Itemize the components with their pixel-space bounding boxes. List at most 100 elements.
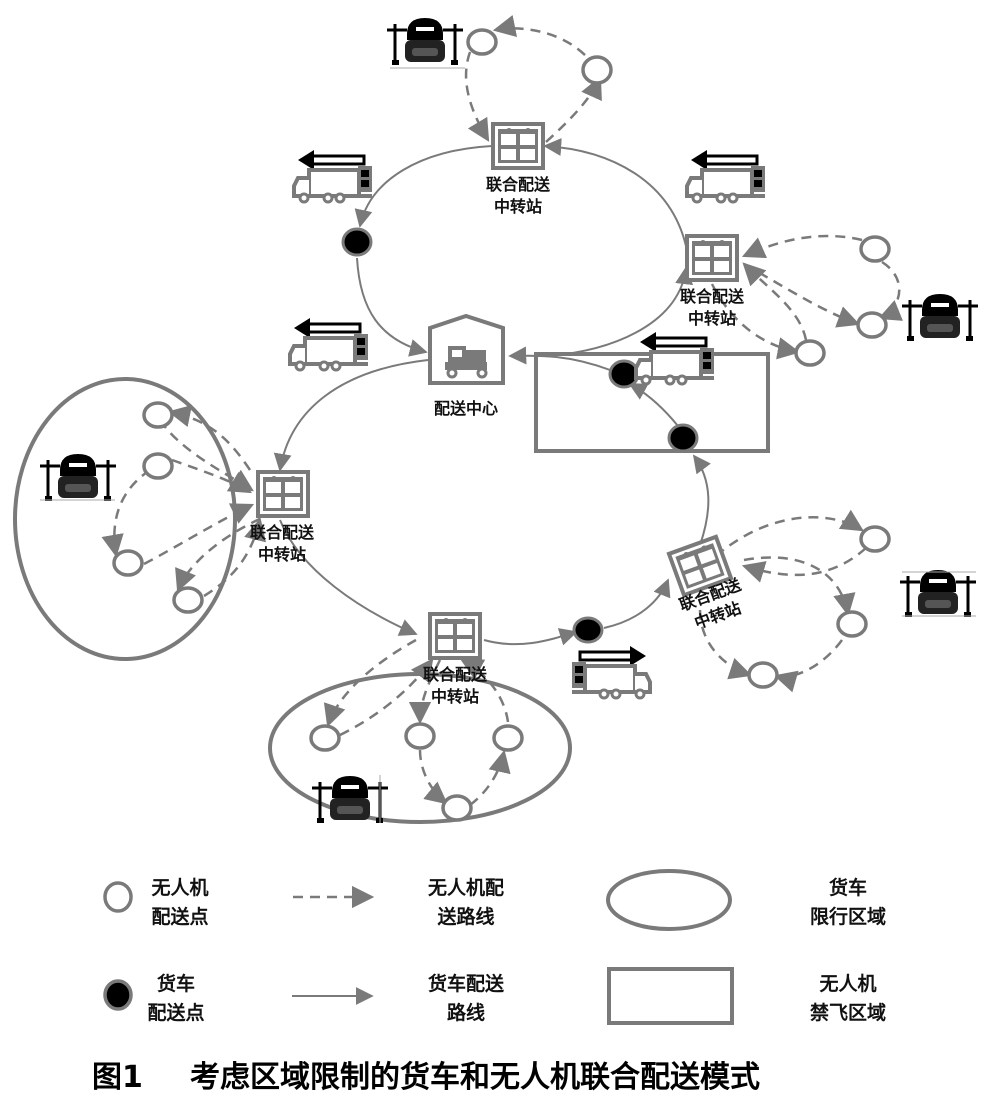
drone-icon — [898, 568, 978, 619]
figure-caption-title: 考虑区域限制的货车和无人机联合配送模式 — [190, 1060, 760, 1095]
drone-icon — [900, 292, 980, 343]
drone-delivery-point — [581, 55, 613, 85]
drone-delivery-point — [142, 452, 174, 480]
truck-route — [356, 257, 428, 357]
drone-route — [710, 283, 801, 360]
drone-route — [715, 509, 864, 557]
drone-delivery-point — [309, 724, 341, 752]
drone-route — [175, 510, 277, 593]
drone-route — [742, 262, 808, 341]
drone-route — [408, 659, 442, 725]
drone-icon — [38, 452, 118, 503]
legend-drone-point-symbol — [103, 881, 133, 913]
truck-route — [692, 454, 711, 546]
legend-label: 无人机 — [819, 973, 876, 995]
legend-no-fly-zone-symbol — [607, 967, 734, 1025]
drone-delivery-point — [441, 794, 473, 822]
truck-route — [354, 145, 493, 228]
transfer-station-label: 联合配送 — [680, 287, 745, 306]
drone-delivery-points — [112, 28, 891, 822]
distribution-center-label: 配送中心 — [434, 399, 498, 418]
transfer-station-icon — [256, 470, 310, 518]
transfer-station-icon — [428, 612, 482, 660]
legend-label: 配送点 — [151, 905, 208, 928]
truck-route — [508, 346, 611, 371]
drone-delivery-point — [859, 525, 891, 553]
drone-route — [698, 609, 753, 680]
drone-route — [167, 404, 252, 471]
drone-delivery-point — [836, 610, 868, 638]
truck-restricted-zone — [13, 377, 237, 661]
truck-route — [547, 266, 694, 357]
drone-delivery-point — [856, 311, 888, 339]
drone-routes — [101, 15, 903, 806]
drone-icon — [310, 774, 390, 825]
drone-route — [741, 234, 863, 259]
drone-route — [743, 262, 861, 328]
truck-icon — [292, 148, 374, 204]
drone-delivery-point — [172, 586, 204, 614]
truck-delivery-point — [341, 227, 373, 257]
drone-delivery-point — [466, 28, 498, 56]
figure-caption-number: 图1 — [92, 1060, 143, 1095]
drone-route — [469, 749, 511, 806]
truck-route — [273, 359, 429, 472]
distribution-center: 配送中心 — [428, 313, 505, 418]
truck-route — [483, 628, 578, 646]
transfer-station-label: 联合配送 — [423, 665, 488, 684]
drone-delivery-point — [112, 549, 144, 577]
truck-icon — [634, 330, 716, 386]
legend-label: 货车 — [157, 972, 195, 995]
legend-label: 无人机配 — [428, 877, 504, 899]
legend-label: 路线 — [447, 1001, 485, 1024]
drone-icons — [38, 16, 980, 825]
legend-label: 送路线 — [437, 905, 494, 928]
truck-icon — [685, 148, 767, 204]
transfer-station-top: 联合配送 中转站 — [486, 122, 551, 216]
transfer-station-label: 中转站 — [688, 309, 736, 328]
legend-label: 货车 — [829, 876, 867, 899]
drone-route — [545, 75, 602, 143]
drone-delivery-point — [794, 339, 826, 367]
transfer-station-right-upper: 联合配送 中转站 — [680, 234, 745, 328]
truck-delivery-points — [341, 227, 699, 644]
truck-icon — [570, 644, 652, 700]
truck-delivery-point — [667, 423, 699, 453]
drone-route — [877, 260, 903, 321]
drone-delivery-point — [404, 722, 436, 750]
legend-label: 货车配送 — [428, 972, 505, 995]
truck-route — [603, 578, 671, 629]
truck-route — [543, 138, 687, 247]
drone-route — [143, 503, 255, 566]
drone-delivery-point — [859, 235, 891, 263]
legend-label: 配送点 — [147, 1001, 204, 1024]
truck-delivery-point — [572, 616, 604, 644]
drone-route — [339, 658, 434, 737]
transfer-station-icon — [491, 122, 545, 170]
warehouse-icon — [428, 313, 505, 385]
truck-icon — [288, 316, 370, 372]
drone-route — [418, 749, 448, 805]
drone-route — [492, 15, 598, 69]
drone-route — [741, 547, 867, 583]
drone-route — [323, 638, 417, 728]
drone-route — [203, 517, 266, 598]
transfer-station-label: 中转站 — [431, 687, 479, 706]
truck-delivery-point — [608, 359, 640, 389]
drone-route — [158, 419, 254, 492]
transfer-station-left: 联合配送 中转站 — [250, 470, 315, 564]
truck-routes — [273, 138, 711, 646]
drone-icon — [385, 16, 465, 67]
legend-label: 禁飞区域 — [810, 1001, 886, 1024]
legend: 无人机 配送点 无人机配 送路线 货车 限行区域 货车 配送点 货车配送 路线 … — [103, 869, 886, 1025]
truck-route — [628, 383, 679, 427]
legend-truck-point-symbol — [103, 979, 133, 1011]
legend-restricted-zone-symbol — [606, 869, 732, 931]
transfer-station-label: 中转站 — [494, 197, 542, 216]
drone-route — [464, 51, 490, 142]
drone-route — [743, 556, 856, 617]
drone-route — [101, 468, 151, 558]
transfer-station-bottom: 联合配送 中转站 — [423, 612, 488, 706]
